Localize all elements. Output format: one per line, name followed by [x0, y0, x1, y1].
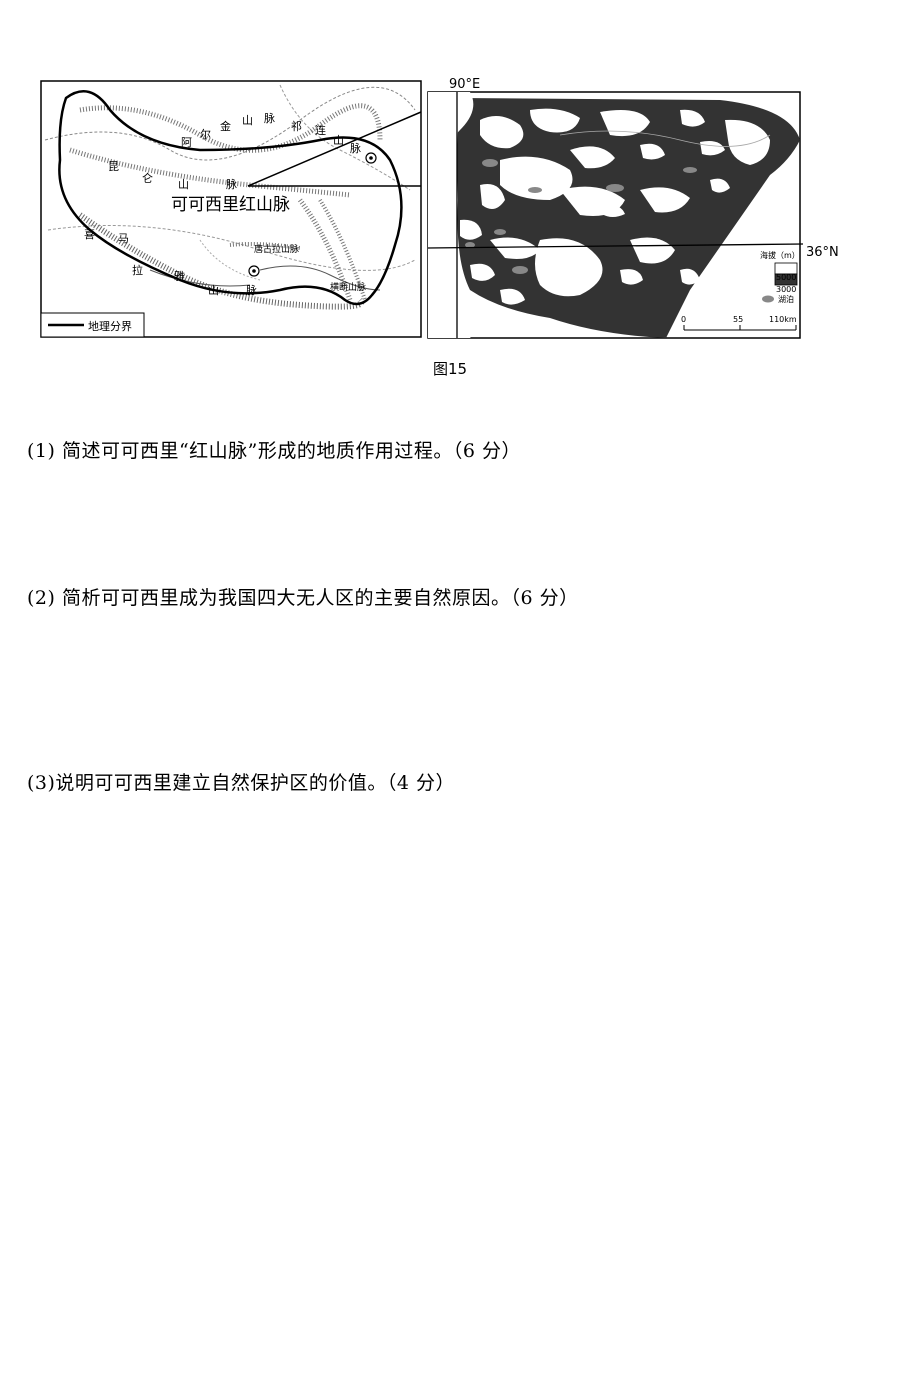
scale-label: 0 — [681, 315, 686, 324]
figure-15: 阿 尔 金 山 脉 祁 连 山 脉 昆 仑 山 脉 喜 马 拉 雅 山 脉 唐古… — [0, 0, 900, 400]
range-label: 山 — [333, 134, 344, 147]
range-label: 连 — [315, 124, 326, 137]
longitude-label: 90°E — [449, 77, 480, 92]
range-label: 祁 — [291, 119, 302, 133]
elevation-legend-title: 海拔（m） — [760, 250, 800, 260]
question-1: (1) 简述可可西里“红山脉”形成的地质作用过程。（6 分） — [27, 440, 522, 462]
legend-boundary-label: 地理分界 — [88, 320, 132, 333]
range-label: 昆 — [108, 160, 119, 173]
kekexili-red-mountain-label: 可可西里红山脉 — [171, 195, 290, 215]
range-label: 山 — [178, 178, 189, 191]
range-label: 马 — [118, 232, 129, 245]
range-label: 雅 — [174, 269, 185, 283]
range-label: 山 — [242, 114, 253, 127]
low-elevation-swatch — [774, 273, 798, 286]
scale-label: 110km — [769, 315, 797, 324]
range-label: 阿 — [181, 136, 192, 149]
tibet-plateau-map: 阿 尔 金 山 脉 祁 连 山 脉 昆 仑 山 脉 喜 马 拉 雅 山 脉 唐古… — [40, 80, 422, 338]
legend-lake-label: 湖泊 — [778, 294, 794, 304]
legend-low-value: 3000 — [776, 285, 796, 294]
range-label: 脉 — [350, 141, 361, 155]
range-label: 脉 — [226, 177, 237, 191]
range-label: 脉 — [246, 283, 257, 297]
figure-caption: 图15 — [432, 360, 468, 378]
scale-label: 55 — [733, 315, 743, 324]
scale-bar: 0 55 110km — [681, 315, 797, 331]
latitude-label: 36°N — [806, 245, 839, 260]
legend-high-value: 5000 — [776, 273, 796, 282]
lake-icon — [762, 295, 774, 303]
range-label: 山 — [208, 284, 219, 297]
kekexili-elevation-map: 90°E 36°N 海拔（m） 5000 3000 湖泊 0 55 110km — [427, 77, 839, 339]
question-3: (3)说明可可西里建立自然保护区的价值。（4 分） — [27, 772, 456, 794]
range-label: 唐古拉山脉 — [254, 243, 299, 255]
range-label: 金 — [220, 119, 231, 133]
range-label: 脉 — [264, 111, 275, 125]
question-2: (2) 简析可可西里成为我国四大无人区的主要自然原因。（6 分） — [27, 587, 579, 609]
range-label: 拉 — [132, 263, 143, 277]
range-label: 喜 — [84, 228, 95, 241]
lake-patches — [465, 159, 697, 274]
range-label: 尔 — [200, 128, 211, 141]
range-label: 横断山脉 — [330, 281, 366, 293]
range-label: 仑 — [142, 171, 153, 185]
